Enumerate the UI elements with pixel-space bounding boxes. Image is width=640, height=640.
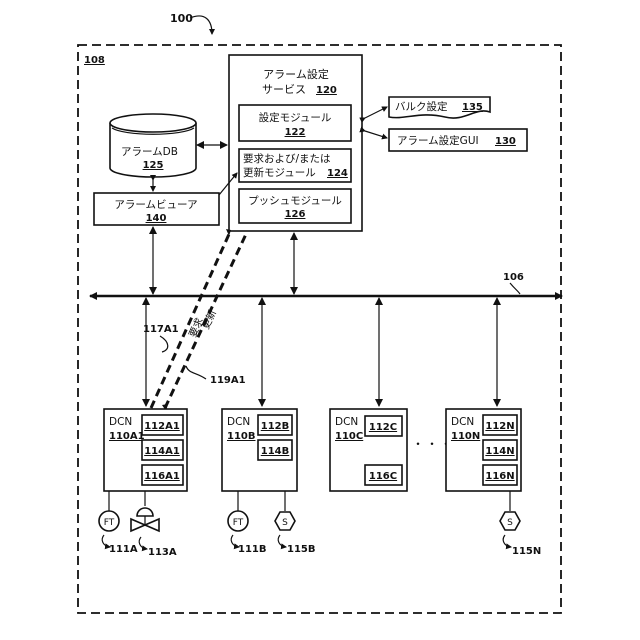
device-111b-ref: 111B <box>238 544 267 555</box>
device-115b-symbol: S <box>282 518 288 528</box>
dcn-n-title: DCN <box>451 416 474 428</box>
device-113a-ref: 113A <box>148 547 177 558</box>
bulk-settings-link <box>365 107 387 118</box>
device-115n-symbol: S <box>507 518 513 528</box>
dcn-n-unit-3-label: 116N <box>485 471 514 482</box>
alarm-db-top <box>110 114 196 132</box>
settings-module-ref: 122 <box>285 127 306 138</box>
dcn-a-unit-1-label: 112A1 <box>144 421 180 432</box>
dcn-c-title: DCN <box>335 416 358 428</box>
dcn-a-ref: 110A1 <box>109 431 145 442</box>
alarm-service-title-2: サービス <box>262 83 306 96</box>
dcn-n-ref: 110N <box>451 431 480 442</box>
dcn-a-unit-3-label: 116A1 <box>144 471 180 482</box>
alarm-gui-label: アラーム設定GUI <box>397 134 479 147</box>
bulk-settings-label: バルク設定 <box>395 100 448 113</box>
device-115b-ref: 115B <box>287 544 316 555</box>
alarm-db-ref: 125 <box>143 160 164 171</box>
dcn-b-unit-2-label: 114B <box>261 446 290 457</box>
dcn-b-unit-1-label: 112B <box>261 421 290 432</box>
dcn-a-unit-2-label: 114A1 <box>144 446 180 457</box>
ref-117a1: 117A1 <box>143 324 179 335</box>
bulk-settings-ref: 135 <box>462 102 483 113</box>
push-module-ref: 126 <box>285 209 306 220</box>
dcn-a-title: DCN <box>109 416 132 428</box>
request-module-line1: 要求および/または <box>243 153 331 165</box>
request-module-ref: 124 <box>327 168 348 179</box>
valve-actuator-icon <box>137 508 153 516</box>
system-ref: 108 <box>84 55 105 66</box>
device-111a-ref: 111A <box>109 544 138 555</box>
settings-module-label: 設定モジュール <box>259 111 332 124</box>
alarm-viewer-ref: 140 <box>146 213 167 224</box>
alarm-gui-ref: 130 <box>495 136 516 147</box>
device-115n-ref: 115N <box>512 546 541 557</box>
dcn-c-unit-2-label: 116C <box>369 471 397 482</box>
alarm-service-title-1: アラーム設定 <box>263 67 329 81</box>
alarm-db-label: アラームDB <box>121 146 178 158</box>
alarm-viewer-label: アラームビューア <box>114 199 197 211</box>
figure-ref-arrow <box>190 16 212 34</box>
figure-ref: 100 <box>170 12 193 25</box>
device-111a-symbol: FT <box>104 518 115 528</box>
dcn-c-unit-1-label: 112C <box>369 422 397 433</box>
network-ref: 106 <box>503 272 524 283</box>
alarm-gui-link <box>365 131 387 138</box>
alarm-service-ref: 120 <box>316 85 337 96</box>
dcn-b-title: DCN <box>227 416 250 428</box>
dcn-c-ref: 110C <box>335 431 363 442</box>
request-module-line2: 更新モジュール <box>243 166 316 179</box>
dcn-b-ref: 110B <box>227 431 256 442</box>
ref-119a1: 119A1 <box>210 375 246 386</box>
dcn-n-unit-1-label: 112N <box>485 421 514 432</box>
dcn-n-unit-2-label: 114N <box>485 446 514 457</box>
device-111b-symbol: FT <box>233 518 244 528</box>
push-module-label: プッシュモジュール <box>248 195 342 207</box>
